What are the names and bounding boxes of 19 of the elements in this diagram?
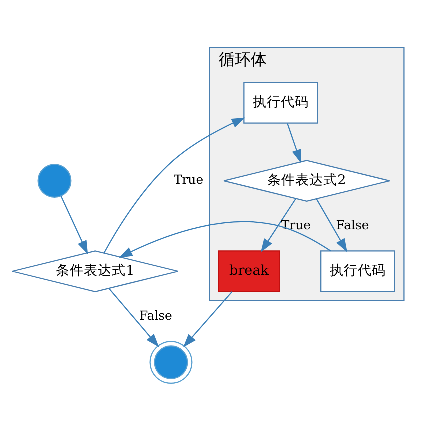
- arrow: [183, 291, 233, 348]
- node-diamond: 条件表达式2: [224, 160, 390, 202]
- arrow: [287, 122, 302, 163]
- arrow: [108, 288, 160, 347]
- node-box: 执行代码: [244, 82, 318, 124]
- edge-label: True: [281, 216, 312, 232]
- node-diamond: 条件表达式1: [12, 250, 179, 292]
- node-circle: [150, 340, 193, 384]
- arrow: [60, 196, 88, 254]
- edge-label: False: [140, 307, 172, 322]
- arrow: [316, 198, 348, 252]
- arrow: [104, 117, 246, 254]
- node-box: break: [218, 250, 280, 292]
- arrow: [119, 220, 332, 258]
- arrow: [260, 198, 297, 252]
- node-box: 执行代码: [320, 250, 396, 292]
- edge-label: False: [336, 216, 370, 232]
- edge-label: True: [174, 172, 204, 187]
- node-circle: [38, 164, 72, 198]
